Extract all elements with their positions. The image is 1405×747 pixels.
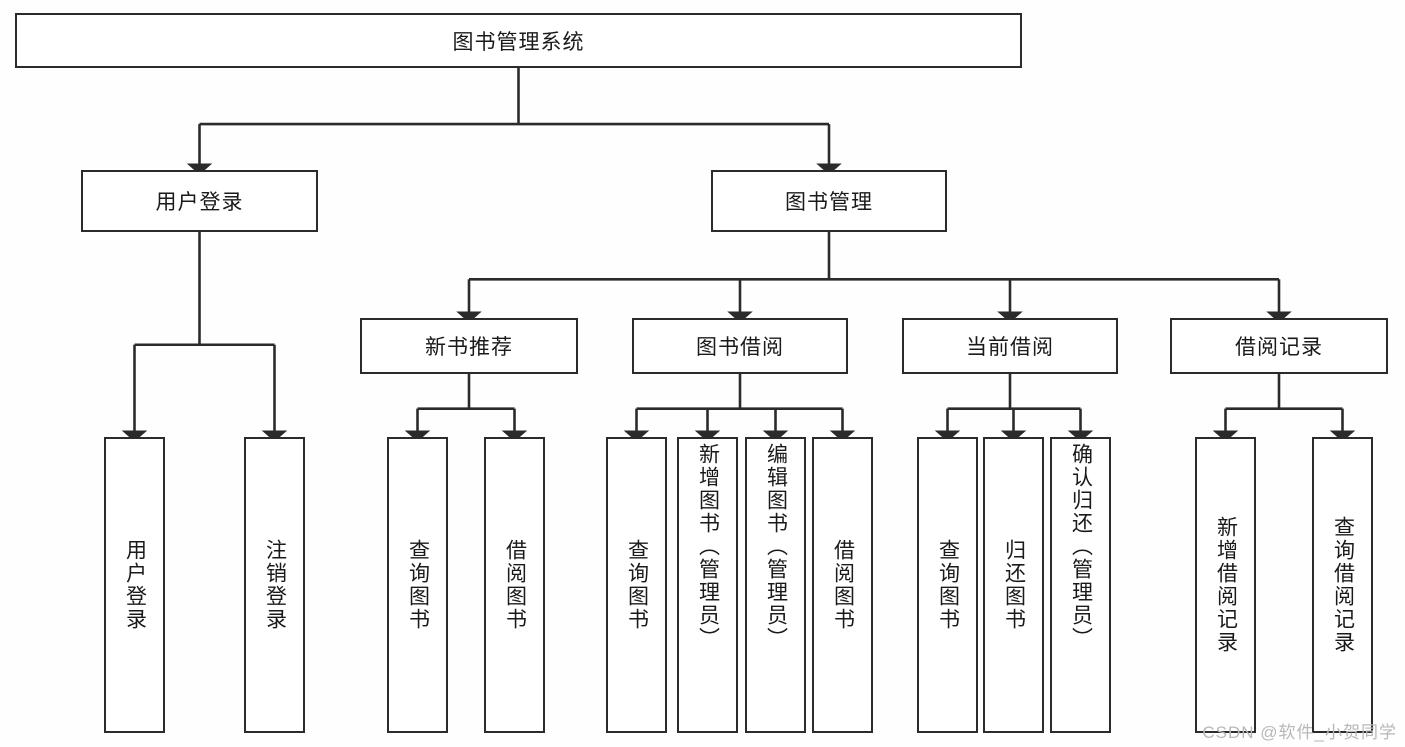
watermark-label: CSDN @软件_小贺同学 [1202,723,1397,742]
node-label: 查询图书 [936,539,960,631]
node-l2a[interactable]: 新书推荐 [360,318,578,374]
node-root[interactable]: 图书管理系统 [15,13,1022,68]
node-l1a[interactable]: 用户登录 [81,170,318,232]
node-label: 图书借阅 [696,336,784,359]
node-label: 新增借阅记录 [1214,516,1238,654]
node-label: 注销登录 [263,539,287,631]
node-leaf09[interactable]: 查询图书 [917,437,978,733]
node-leaf04[interactable]: 借阅图书 [484,437,545,733]
node-label: 查询图书 [406,539,430,631]
node-label: 用户登录 [123,539,147,631]
node-label: 查询借阅记录 [1331,516,1355,654]
node-label: 借阅图书 [503,539,527,631]
node-l2c[interactable]: 当前借阅 [902,318,1118,374]
node-label: 图书管理系统 [452,30,585,54]
node-leaf02[interactable]: 注销登录 [244,437,305,733]
node-leaf06[interactable]: 新增图书（管理员） [677,437,738,733]
node-leaf03[interactable]: 查询图书 [387,437,448,733]
node-l1b[interactable]: 图书管理 [711,170,947,232]
node-leaf05[interactable]: 查询图书 [606,437,667,733]
node-leaf12[interactable]: 新增借阅记录 [1195,437,1256,733]
node-label: 归还图书 [1002,539,1026,631]
node-leaf11[interactable]: 确认归还（管理员） [1050,437,1111,733]
node-label: 查询图书 [625,539,649,631]
node-label: 借阅图书 [831,539,855,631]
node-leaf08[interactable]: 借阅图书 [812,437,873,733]
node-label: 用户登录 [155,191,244,214]
node-label: 编辑图书（管理员） [764,443,788,650]
node-leaf10[interactable]: 归还图书 [983,437,1044,733]
node-leaf13[interactable]: 查询借阅记录 [1312,437,1373,733]
node-label: 新书推荐 [425,336,513,359]
node-label: 确认归还（管理员） [1069,443,1093,650]
node-label: 新增图书（管理员） [696,443,720,650]
node-leaf07[interactable]: 编辑图书（管理员） [745,437,806,733]
node-l2d[interactable]: 借阅记录 [1170,318,1388,374]
node-label: 当前借阅 [966,336,1054,359]
node-label: 借阅记录 [1235,336,1323,359]
node-l2b[interactable]: 图书借阅 [632,318,848,374]
node-label: 图书管理 [785,191,873,214]
node-leaf01[interactable]: 用户登录 [104,437,165,733]
